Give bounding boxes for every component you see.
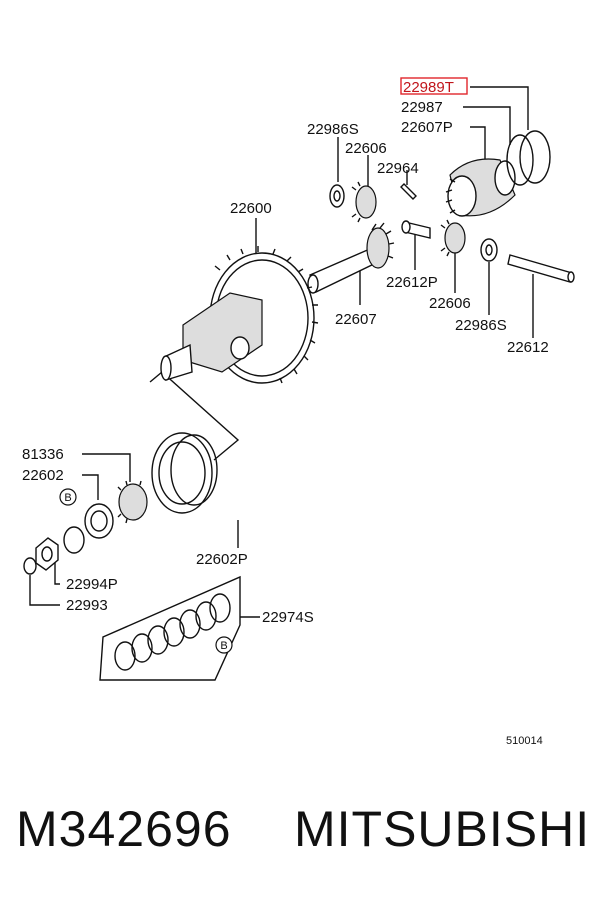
callout-22986S-bottom[interactable]: 22986S — [455, 317, 507, 334]
leader-lines — [29, 86, 534, 681]
bearing-22602 — [84, 503, 114, 539]
part-number: M342696 — [16, 801, 232, 857]
callout-22974S[interactable]: 22974S — [262, 609, 314, 626]
exploded-parts-diagram: B B 22989T 22987 22607P 22986S 22606 229… — [22, 77, 575, 747]
shim-set-22974S — [114, 593, 231, 671]
brand-name: MITSUBISHI — [294, 801, 591, 857]
footer: M342696 MITSUBISHI — [0, 800, 600, 880]
callout-22602P[interactable]: 22602P — [196, 551, 248, 568]
callout-22986S-top[interactable]: 22986S — [307, 121, 359, 138]
callout-22606-top[interactable]: 22606 — [345, 140, 387, 157]
pinion-gear-22606-bottom — [440, 219, 466, 257]
pinion-shaft-short-22612P — [401, 220, 431, 239]
callout-22612P[interactable]: 22612P — [386, 274, 438, 291]
callout-22994P[interactable]: 22994P — [66, 576, 118, 593]
shim-ring-b — [63, 526, 85, 554]
thrust-washer-22986S-top — [329, 184, 345, 208]
badge-b-upper: B — [59, 488, 77, 506]
callout-22606-bottom[interactable]: 22606 — [429, 295, 471, 312]
svg-text:B: B — [64, 492, 71, 504]
callout-labels: 22989T 22987 22607P 22986S 22606 22964 2… — [22, 77, 549, 747]
side-gear-shaft-22607 — [307, 222, 395, 294]
diagram-reference-number: 510014 — [506, 735, 543, 747]
callout-22607P[interactable]: 22607P — [401, 119, 453, 136]
gear-81336 — [117, 480, 148, 524]
taper-bearing-22602P — [151, 432, 218, 514]
callout-81336[interactable]: 81336 — [22, 446, 64, 463]
badge-b-lower: B — [215, 636, 233, 654]
callout-22602[interactable]: 22602 — [22, 467, 64, 484]
callout-22607[interactable]: 22607 — [335, 311, 377, 328]
callout-22989T[interactable]: 22989T — [403, 79, 454, 96]
callout-22600[interactable]: 22600 — [230, 200, 272, 217]
svg-text:B: B — [220, 640, 227, 652]
callout-highlight-box — [400, 77, 468, 95]
ring-gear-assembly-22600 — [160, 246, 319, 384]
pin-22964 — [400, 183, 417, 200]
washer-22993 — [23, 557, 37, 575]
thrust-washer-22986S-bottom — [480, 238, 498, 262]
pinion-gear-22606-top — [351, 181, 377, 223]
callout-22987[interactable]: 22987 — [401, 99, 443, 116]
callout-22964[interactable]: 22964 — [377, 160, 419, 177]
pinion-shaft-long-22612 — [507, 254, 575, 283]
snap-ring-22989T — [506, 130, 551, 186]
callout-22993[interactable]: 22993 — [66, 597, 108, 614]
differential-case-22607P — [445, 158, 516, 217]
callout-22612[interactable]: 22612 — [507, 339, 549, 356]
